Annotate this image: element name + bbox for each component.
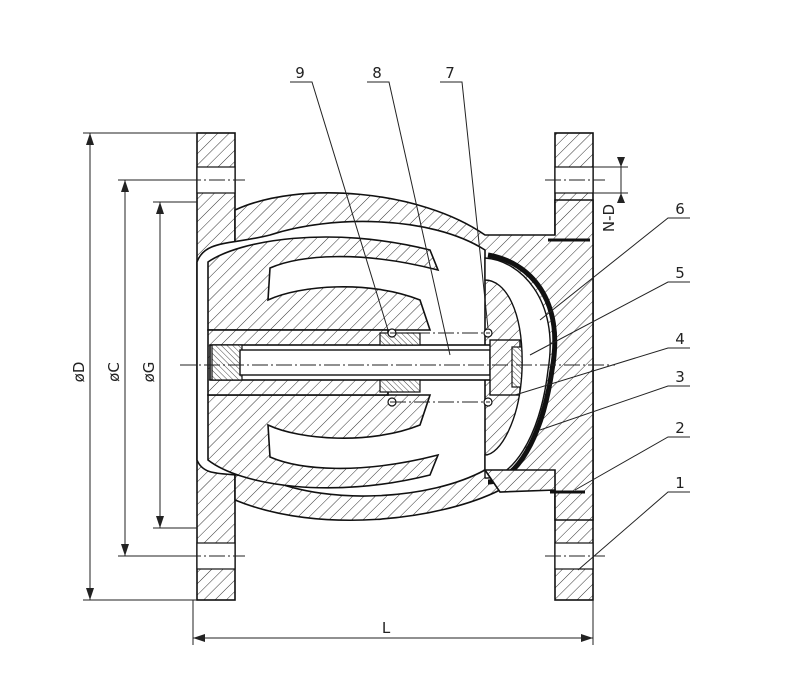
- part-label-8: 8: [372, 64, 382, 82]
- part-label-9: 9: [295, 64, 305, 82]
- shaft: [239, 349, 491, 376]
- upper-bushing: [379, 332, 421, 346]
- end-bushing: [211, 344, 243, 381]
- lower-bushing: [379, 379, 421, 393]
- valve-body: [196, 132, 594, 601]
- dim-nd-label: N-D: [600, 204, 618, 232]
- part-label-3: 3: [675, 368, 685, 386]
- valve-disc: [484, 257, 551, 479]
- part-label-6: 6: [675, 200, 685, 218]
- dim-od-label: øD: [70, 362, 88, 383]
- dim-l-label: L: [382, 619, 391, 637]
- part-label-5: 5: [675, 264, 685, 282]
- dim-oc-label: øC: [105, 362, 123, 382]
- lower-rib: [207, 394, 440, 489]
- seat-ring: [483, 469, 556, 493]
- part-label-7: 7: [445, 64, 455, 82]
- part-label-4: 4: [675, 330, 685, 348]
- part-label-2: 2: [675, 419, 685, 437]
- part-label-1: 1: [675, 474, 685, 492]
- dimensions: [83, 132, 628, 645]
- center-lines: [180, 179, 615, 557]
- part-leaders: [290, 81, 690, 571]
- dim-og-label: øG: [140, 362, 158, 383]
